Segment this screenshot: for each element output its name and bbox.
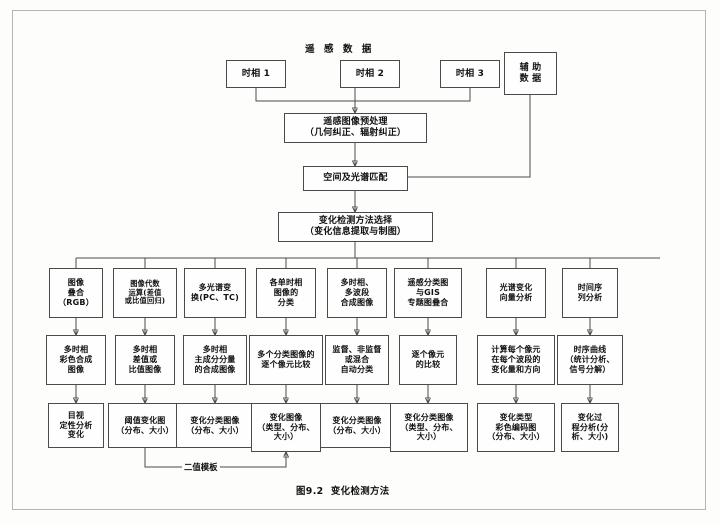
process-box-matching: 空间及光谱匹配 <box>303 166 408 191</box>
source-label-phase1: 时相 1 <box>241 68 271 79</box>
method-label-col4: 各单时相 图像的 分类 <box>269 278 303 307</box>
process-box-method-selection: 变化检测方法选择 （变化信息提取与制图） <box>278 212 433 242</box>
method-box-col4: 各单时相 图像的 分类 <box>256 268 316 318</box>
output-box-col2: 阈值变化图 （分布、大小） <box>108 403 182 448</box>
intermediate-box-col1: 多时相 彩色合成 图像 <box>46 335 106 385</box>
intermediate-label-col1: 多时相 彩色合成 图像 <box>59 345 93 374</box>
intermediate-label-col7: 计算每个像元 在每个波段的 变化量和方向 <box>491 345 541 374</box>
method-label-col1: 图像 叠合 （RGB） <box>58 278 94 307</box>
figure-header-title: 遥 感 数 据 <box>305 44 375 55</box>
source-label-phase3: 时相 3 <box>455 68 485 79</box>
intermediate-box-col8: 时序曲线 （统计分析、 信号分解） <box>557 335 623 385</box>
output-box-col8: 变化过 程分析(分 析、大小) <box>561 403 619 452</box>
intermediate-box-col5: 监督、非监督 或混合 自动分类 <box>325 335 389 385</box>
source-box-auxiliary-data: 辅 助 数 据 <box>504 52 557 95</box>
source-box-phase1: 时相 1 <box>226 60 286 88</box>
source-box-phase2: 时相 2 <box>340 60 400 88</box>
intermediate-box-col6: 逐个像元 的比较 <box>399 335 457 385</box>
source-box-phase3: 时相 3 <box>440 60 500 88</box>
output-box-col3: 变化分类图像 （分布、大小） <box>176 403 254 448</box>
process-label-matching: 空间及光谱匹配 <box>323 173 388 184</box>
source-label-phase2: 时相 2 <box>355 68 385 79</box>
output-box-col5: 变化分类图像 （分布、大小） <box>320 403 394 448</box>
method-box-col7: 光谱变化 向量分析 <box>486 268 546 318</box>
intermediate-label-col4: 多个分类图像的 逐个像元比较 <box>257 350 315 369</box>
output-box-col4: 变化图像 （类型、分布、 大小） <box>251 403 321 452</box>
intermediate-box-col7: 计算每个像元 在每个波段的 变化量和方向 <box>477 335 555 385</box>
process-label-method-selection: 变化检测方法选择 （变化信息提取与制图） <box>304 216 407 237</box>
method-label-col5: 多时相、 多波段 合成图像 <box>340 278 374 307</box>
intermediate-label-col8: 时序曲线 （统计分析、 信号分解） <box>565 345 615 374</box>
method-label-col2: 图像代数 运算(差值 或比值回归) <box>124 278 166 306</box>
intermediate-label-col6: 逐个像元 的比较 <box>411 350 445 369</box>
output-label-col7: 变化类型 彩色编码图 （分布、大小） <box>487 412 545 442</box>
process-label-preprocess: 遥感图像预处理 （几何纠正、辐射纠正） <box>304 117 407 138</box>
method-box-col1: 图像 叠合 （RGB） <box>49 268 103 318</box>
intermediate-box-col3: 多时相 主成分分量 的合成图像 <box>183 335 247 385</box>
output-label-col8: 变化过 程分析(分 析、大小) <box>571 412 609 442</box>
output-label-col5: 变化分类图像 （分布、大小） <box>328 415 386 435</box>
intermediate-label-col5: 监督、非监督 或混合 自动分类 <box>332 345 382 374</box>
method-box-col3: 多光谱变 换(PC、TC) <box>184 268 246 318</box>
figure-caption: 图9.2 变化检测方法 <box>296 486 390 497</box>
method-box-col6: 遥感分类图 与GIS 专题图叠合 <box>394 268 462 318</box>
intermediate-box-col4: 多个分类图像的 逐个像元比较 <box>249 335 323 385</box>
method-label-col6: 遥感分类图 与GIS 专题图叠合 <box>407 278 449 307</box>
output-box-col1: 目视 定性分析 变化 <box>48 403 104 448</box>
output-label-col2: 阈值变化图 （分布、大小） <box>116 415 174 435</box>
process-box-preprocess: 遥感图像预处理 （几何纠正、辐射纠正） <box>284 113 427 143</box>
method-box-col5: 多时相、 多波段 合成图像 <box>327 268 387 318</box>
method-box-col2: 图像代数 运算(差值 或比值回归) <box>113 268 177 318</box>
source-label-auxiliary-data: 辅 助 数 据 <box>519 62 542 84</box>
method-label-col7: 光谱变化 向量分析 <box>499 283 533 302</box>
intermediate-box-col2: 多时相 差值或 比值图像 <box>115 335 175 385</box>
intermediate-label-col2: 多时相 差值或 比值图像 <box>128 345 162 374</box>
output-label-col1: 目视 定性分析 变化 <box>59 410 93 440</box>
output-label-col4: 变化图像 （类型、分布、 大小） <box>257 412 315 442</box>
method-label-col8: 时间序 列分析 <box>577 283 603 302</box>
method-box-col8: 时间序 列分析 <box>562 268 618 318</box>
output-box-col7: 变化类型 彩色编码图 （分布、大小） <box>477 403 555 452</box>
output-label-col3: 变化分类图像 （分布、大小） <box>186 415 244 435</box>
output-box-col6: 变化分类图像 （类型、分布、 大小） <box>390 403 468 452</box>
output-label-col6: 变化分类图像 （类型、分布、 大小） <box>400 412 458 442</box>
intermediate-label-col3: 多时相 主成分分量 的合成图像 <box>194 345 236 374</box>
edge-label-binary-template: 二值模板 <box>182 461 220 473</box>
method-label-col3: 多光谱变 换(PC、TC) <box>191 283 239 302</box>
